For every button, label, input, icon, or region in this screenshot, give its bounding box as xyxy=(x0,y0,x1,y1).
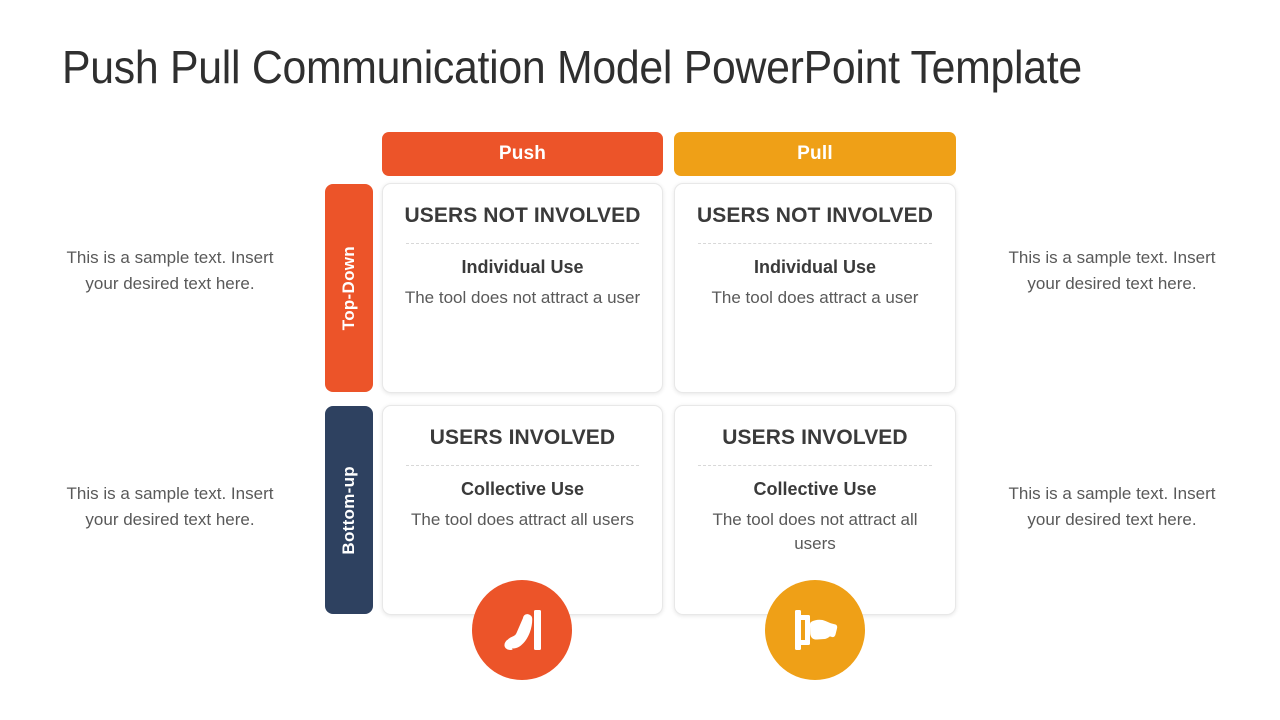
card-subtitle: Collective Use xyxy=(753,478,877,499)
hand-pull-icon xyxy=(787,602,843,658)
column-header-push[interactable]: Push xyxy=(382,132,663,176)
card-title: USERS INVOLVED xyxy=(429,426,616,449)
side-text-left-bottom: This is a sample text. Insert your desir… xyxy=(66,484,274,529)
card-separator xyxy=(406,464,639,466)
pull-icon-badge[interactable] xyxy=(765,580,865,680)
push-icon-badge[interactable] xyxy=(472,580,572,680)
hand-push-icon xyxy=(494,602,550,658)
page-title: Push Pull Communication Model PowerPoint… xyxy=(62,41,1082,93)
card-separator xyxy=(406,242,639,244)
column-header-pull-label: Pull xyxy=(797,143,833,164)
card-separator xyxy=(698,242,932,244)
card-description: The tool does attract all users xyxy=(410,509,634,529)
card-separator xyxy=(698,464,932,466)
column-header-push-label: Push xyxy=(498,143,547,164)
row-label-bottom-up-text: Bottom-up xyxy=(339,465,358,555)
column-header-pull[interactable]: Pull xyxy=(674,132,956,176)
card-top-down-pull[interactable]: USERS NOT INVOLVED Individual Use The to… xyxy=(674,183,956,393)
card-description: The tool does not attract all users xyxy=(712,509,918,553)
card-title: USERS INVOLVED xyxy=(722,426,908,449)
card-subtitle: Collective Use xyxy=(460,478,585,499)
card-subtitle: Individual Use xyxy=(461,256,584,277)
card-description: The tool does not attract a user xyxy=(404,287,641,307)
card-subtitle: Individual Use xyxy=(753,256,877,277)
side-text-left-top: This is a sample text. Insert your desir… xyxy=(66,248,274,293)
card-top-down-push[interactable]: USERS NOT INVOLVED Individual Use The to… xyxy=(382,183,663,393)
card-title: USERS NOT INVOLVED xyxy=(404,204,641,227)
row-label-top-down[interactable]: Top-Down xyxy=(325,184,373,392)
card-title: USERS NOT INVOLVED xyxy=(697,204,933,227)
card-description: The tool does attract a user xyxy=(711,287,919,307)
side-text-right-top: This is a sample text. Insert your desir… xyxy=(1008,248,1216,293)
row-label-top-down-text: Top-Down xyxy=(339,245,358,331)
row-label-bottom-up[interactable]: Bottom-up xyxy=(325,406,373,614)
side-text-right-bottom: This is a sample text. Insert your desir… xyxy=(1008,484,1216,529)
